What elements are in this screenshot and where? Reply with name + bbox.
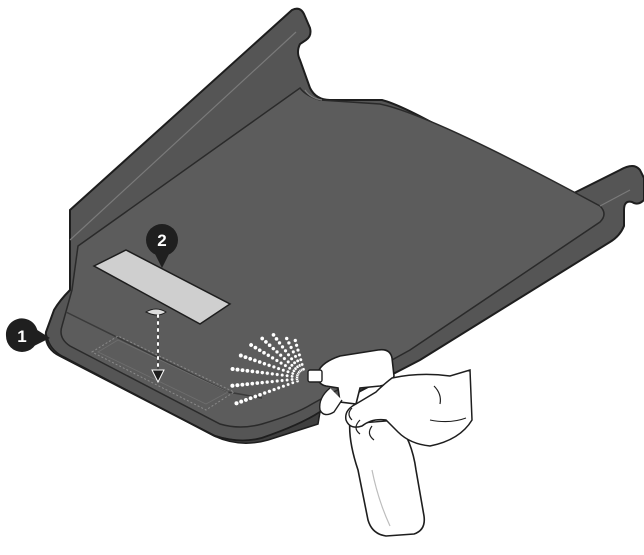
spray-dot — [265, 371, 269, 375]
spray-dot — [250, 369, 254, 373]
spray-dot — [285, 337, 289, 341]
spray-dot — [243, 355, 247, 359]
spray-dot — [260, 336, 264, 340]
spray-dot — [265, 380, 269, 384]
spray-dot — [277, 386, 281, 390]
spray-dot — [253, 345, 257, 349]
spray-dot — [271, 333, 275, 337]
spray-dot — [275, 350, 279, 354]
spray-dot — [295, 343, 299, 347]
spray-dot — [287, 341, 291, 345]
spray-dot — [264, 340, 268, 344]
spray-dot — [290, 378, 293, 381]
spray-dot — [293, 361, 297, 365]
spray-dot — [230, 383, 235, 388]
spray-dot — [239, 399, 244, 404]
spray-dot — [234, 401, 239, 406]
spray-dot — [245, 369, 249, 373]
spray-dot — [282, 384, 286, 388]
spray-dot — [287, 353, 291, 357]
spray-dot — [290, 357, 294, 361]
spray-dot — [286, 360, 290, 364]
spray-dot — [260, 371, 264, 375]
spray-dot — [285, 374, 289, 378]
spray-dot — [272, 388, 276, 392]
spray-dot — [300, 363, 303, 366]
callout-2-label: 2 — [157, 231, 166, 250]
spray-dot — [250, 382, 254, 386]
spray-dot — [255, 370, 259, 374]
spray-dot — [267, 389, 271, 393]
spray-dot — [248, 357, 252, 361]
callout-1: 1 — [6, 318, 50, 352]
spray-dot — [283, 357, 287, 361]
spray-dot — [284, 364, 288, 368]
spray-dot — [284, 349, 288, 353]
spray-dot — [268, 343, 272, 347]
spray-dot — [294, 355, 298, 359]
spray-dot — [255, 381, 259, 385]
spray-dot — [289, 346, 293, 350]
spray-dot — [258, 360, 262, 364]
spray-dot — [253, 358, 257, 362]
spray-dot — [279, 361, 283, 365]
spray-dot — [275, 379, 279, 383]
spray-dot — [298, 353, 302, 357]
spray-dot — [235, 383, 240, 388]
spray-dot — [274, 337, 278, 341]
spray-dot — [296, 348, 300, 352]
spray-dot — [275, 373, 279, 377]
spray-dot — [248, 396, 252, 400]
spray-dot — [279, 353, 283, 357]
spray-dot — [249, 343, 253, 347]
spray-dot — [285, 378, 289, 382]
spray-dot — [286, 370, 290, 374]
spray-dot — [270, 372, 274, 376]
spray-dot — [258, 348, 262, 352]
spray-dot — [240, 383, 244, 387]
spray-dot — [278, 341, 282, 345]
spray-dot — [235, 367, 240, 372]
spray-dot — [239, 353, 244, 358]
spray-dot — [230, 367, 235, 372]
spray-dot — [280, 373, 284, 377]
spray-dot — [271, 356, 275, 360]
spray-dot — [280, 379, 284, 383]
spray-dot — [291, 381, 294, 384]
spray-dot — [271, 347, 275, 351]
spray-dot — [281, 345, 285, 349]
spray-dot — [253, 394, 257, 398]
spray-dot — [262, 362, 266, 366]
spray-dot — [272, 365, 276, 369]
spray-dot — [258, 393, 262, 397]
spray-dot — [282, 368, 286, 372]
spray-dot — [299, 358, 303, 362]
callout-1-label: 1 — [17, 327, 26, 346]
spray-dot — [302, 368, 305, 371]
spray-dot — [286, 383, 290, 387]
spray-dot — [270, 380, 274, 384]
spray-dot — [275, 359, 279, 363]
spray-dot — [267, 363, 271, 367]
spray-dot — [244, 398, 248, 402]
spray-dot — [277, 367, 281, 371]
spray-dot — [245, 382, 249, 386]
spray-dot — [262, 351, 266, 355]
spray-dot — [260, 381, 264, 385]
spray-dot — [263, 391, 267, 395]
spray-dot — [291, 350, 295, 354]
spray-dot — [240, 368, 244, 372]
spray-dot — [266, 353, 270, 357]
spray-dot — [293, 339, 297, 343]
